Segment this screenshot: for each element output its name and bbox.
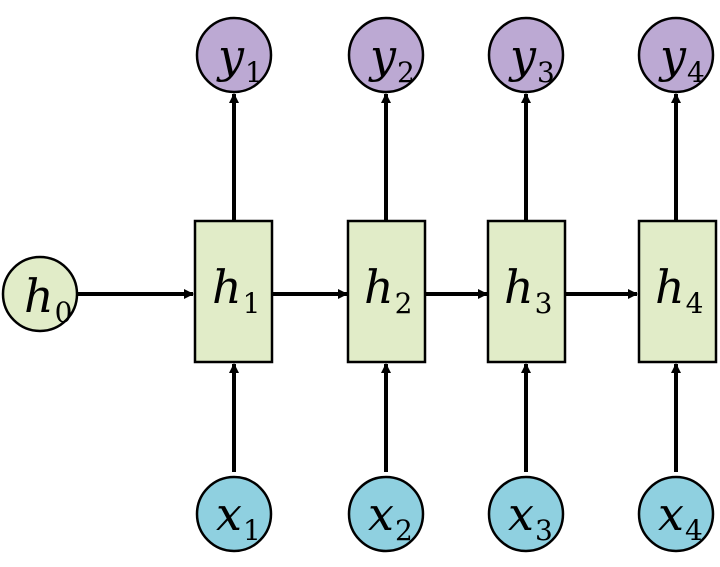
- svg-text:x3: x3: [508, 487, 553, 547]
- time-step-3: y3 h3 x3: [486, 16, 567, 553]
- output-node-y4: y4: [637, 16, 715, 94]
- output-node-y3: y3: [487, 16, 565, 94]
- svg-text:y4: y4: [658, 29, 705, 89]
- input-node-x4: x4: [637, 475, 715, 553]
- hidden-cell-h2: h2: [346, 219, 427, 364]
- output-node-y1: y1: [195, 16, 273, 94]
- input-node-x3: x3: [487, 475, 565, 553]
- output-node-y2: y2: [347, 16, 425, 94]
- time-step-1: y1 h1 x1: [193, 16, 274, 553]
- input-node-x2: x2: [347, 475, 425, 553]
- svg-text:h0: h0: [24, 269, 72, 329]
- svg-text:x1: x1: [216, 487, 261, 547]
- input-node-x1: x1: [195, 475, 273, 553]
- svg-text:y1: y1: [216, 29, 263, 89]
- svg-text:h4: h4: [655, 260, 703, 320]
- svg-text:x2: x2: [368, 487, 413, 547]
- svg-text:h2: h2: [364, 260, 412, 320]
- svg-text:h3: h3: [504, 260, 552, 320]
- svg-text:h1: h1: [212, 260, 260, 320]
- svg-text:y2: y2: [368, 29, 415, 89]
- time-step-2: y2 h2 x2: [346, 16, 427, 553]
- hidden-cell-h4: h4: [637, 219, 718, 364]
- svg-text:y3: y3: [508, 29, 555, 89]
- hidden-cell-h1: h1: [193, 219, 274, 364]
- time-step-4: y4 h4 x4: [637, 16, 718, 553]
- initial-state-node: h0: [1, 255, 79, 333]
- hidden-cell-h3: h3: [486, 219, 567, 364]
- svg-text:x4: x4: [658, 487, 703, 547]
